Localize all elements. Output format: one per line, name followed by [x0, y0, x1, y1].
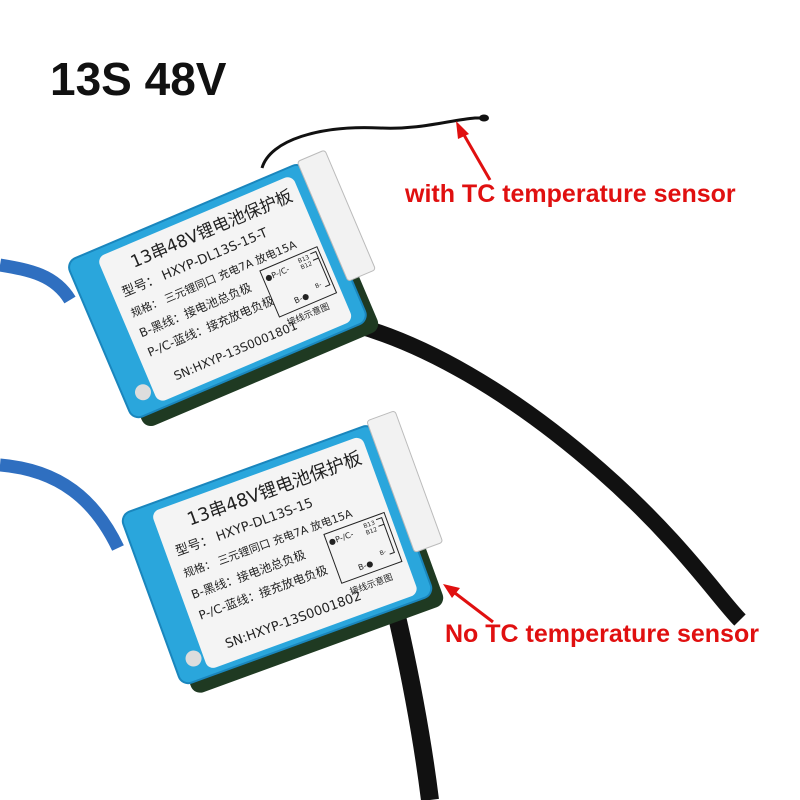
- arrow-tc-head: [456, 121, 469, 139]
- product-title: 13S 48V: [50, 53, 227, 105]
- annotation-with-tc: with TC temperature sensor: [405, 180, 736, 208]
- diagram-bracket: [375, 517, 395, 555]
- mount-hole: [135, 384, 152, 401]
- arrow-tc: [458, 127, 492, 181]
- balance-connector: [297, 150, 376, 281]
- blue-wire-top: [0, 258, 76, 304]
- diagram-b13: B13: [297, 254, 311, 265]
- blue-wire-bottom: [0, 458, 124, 551]
- diagram-b13: B13: [363, 519, 377, 530]
- mount-hole: [185, 650, 202, 667]
- black-cable-top: [323, 310, 746, 626]
- diagram-b12: B12: [365, 526, 379, 537]
- annotation-no-tc: No TC temperature sensor: [445, 620, 759, 648]
- bms-board-no-tc: 13串48V锂电池保护板 型号： HXYP-DL13S-15 规格： 三元锂同口…: [121, 411, 444, 693]
- temperature-sensor-wire: [260, 116, 482, 169]
- temperature-sensor-probe: [479, 114, 489, 122]
- arrow-no-tc-head: [443, 584, 460, 598]
- diagram-bracket: [310, 250, 331, 288]
- arrow-no-tc: [450, 588, 494, 624]
- balance-connector: [367, 411, 443, 553]
- diagram-bminus: B-: [314, 281, 323, 290]
- bms-board-with-tc: 13串48V锂电池保护板 型号： HXYP-DL13S-15-T 规格： 三元锂…: [68, 150, 379, 427]
- diagram-b12: B12: [300, 260, 314, 271]
- diagram-bminus: B-: [379, 548, 387, 557]
- black-cable-bottom: [383, 592, 439, 800]
